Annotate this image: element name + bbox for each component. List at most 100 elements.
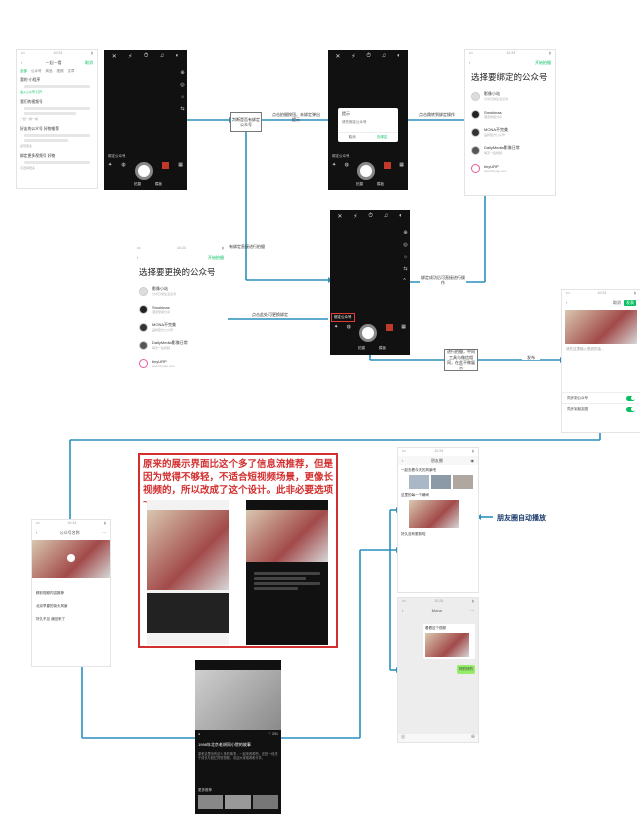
search-text[interactable]: 一起一看 — [45, 59, 62, 65]
beauty-icon[interactable]: ◐ — [396, 53, 401, 59]
red-sticker-icon[interactable] — [385, 324, 393, 331]
publish-button[interactable]: 发表 — [624, 299, 636, 306]
voice-icon[interactable]: ◎ — [401, 734, 406, 740]
like-count[interactable]: ♡ 201 — [268, 732, 278, 736]
tab-articles[interactable]: 文章 — [67, 69, 75, 73]
list-item[interactable]: 好友的公众号 好物推荐 发现更多 — [20, 127, 94, 148]
beauty-icon[interactable]: ◐ — [398, 213, 403, 219]
tool-icon[interactable]: ▦ — [178, 162, 183, 168]
sync-toggle[interactable] — [626, 395, 635, 401]
tab-shoot[interactable]: 拍摄 — [356, 182, 363, 186]
music-icon[interactable]: ♫ — [381, 53, 387, 59]
play-icon[interactable] — [67, 554, 75, 562]
tool-icon[interactable]: ▦ — [399, 162, 404, 168]
music-icon[interactable]: ♫ — [383, 213, 389, 219]
back-icon[interactable]: ‹ — [566, 300, 568, 305]
list-item[interactable]: 我们的视频号 一起一看一看 — [20, 100, 94, 121]
music-icon[interactable]: ♫ — [159, 53, 165, 59]
timer-icon[interactable]: ⏱ — [366, 53, 371, 59]
add-icon[interactable]: ⊕ — [403, 230, 408, 236]
tool-icon[interactable]: ◍ — [346, 324, 351, 330]
account-item[interactable]: MONA不完美品牌官方公众号 — [133, 318, 228, 336]
video-card[interactable] — [32, 540, 110, 578]
account-item[interactable]: MONA不完美品牌官方公众号 — [465, 123, 555, 141]
tab-template[interactable]: 模板 — [377, 182, 384, 186]
list-item[interactable]: 一起去看今天的风景吧 — [401, 468, 436, 472]
target-icon[interactable]: ◎ — [180, 82, 185, 88]
list-item[interactable]: 这里的每一个瞬间 — [401, 493, 429, 497]
tab-accounts[interactable]: 公众号 — [31, 69, 42, 73]
video-thumbnail[interactable] — [565, 310, 637, 344]
cancel-link[interactable]: 取消 — [613, 299, 621, 305]
list-item[interactable]: 北京早春的街头风景 — [36, 604, 68, 608]
red-sticker-icon[interactable] — [162, 162, 170, 169]
start-shoot-link[interactable]: 开始拍摄 — [535, 59, 551, 65]
bind-label[interactable]: 绑定公众号 — [108, 154, 126, 158]
start-shoot-link[interactable]: 开始拍摄 — [208, 254, 224, 260]
dialog-cancel-button[interactable]: 取消 — [348, 135, 356, 139]
close-icon[interactable]: ✕ — [335, 54, 341, 60]
thumb[interactable] — [252, 795, 278, 809]
sync-toggle[interactable] — [626, 406, 635, 412]
tab-products[interactable]: 商品 — [45, 69, 53, 73]
caption-input[interactable]: 请在这里输入想说的话... — [566, 347, 604, 351]
back-icon[interactable]: ‹ — [402, 458, 404, 463]
bind-label[interactable]: 绑定公众号 — [332, 154, 350, 158]
tab-videos[interactable]: 视频 — [56, 69, 64, 73]
more-icon[interactable]: ⋯ — [469, 608, 474, 613]
shutter-button[interactable] — [357, 162, 376, 180]
back-icon[interactable]: ‹ — [36, 530, 38, 535]
close-icon[interactable]: ✕ — [111, 54, 117, 60]
target-icon[interactable]: ◎ — [403, 242, 408, 248]
tool-icon[interactable]: ◍ — [121, 162, 126, 168]
shutter-button[interactable] — [359, 324, 378, 342]
tool-icon[interactable]: ✦ — [334, 324, 339, 330]
add-icon[interactable]: ⊕ — [470, 734, 475, 740]
search-bar[interactable]: ‹ 一起一看 取消 — [17, 58, 97, 67]
change-bind-button[interactable]: 绑定公众号 — [331, 313, 355, 322]
thumb[interactable] — [225, 795, 251, 809]
tool-icon[interactable]: ▦ — [401, 324, 406, 330]
tab-shoot[interactable]: 拍摄 — [134, 182, 141, 186]
list-item[interactable]: 我的·小程序 进入公众号·打开 — [20, 78, 94, 94]
tab-template[interactable]: 模板 — [379, 346, 386, 350]
dialog-ok-button[interactable]: 去绑定 — [376, 135, 388, 139]
tab-all[interactable]: 全部 — [20, 69, 27, 73]
back-icon[interactable]: ‹ — [469, 60, 471, 65]
list-item[interactable]: 好久不见 我回来了 — [36, 617, 65, 621]
tool-icon[interactable]: ✦ — [332, 162, 337, 168]
shutter-button[interactable] — [134, 162, 153, 180]
back-icon[interactable]: ‹ — [21, 60, 23, 65]
more-icon[interactable]: ⋯ — [102, 530, 106, 535]
tool-icon[interactable]: ◍ — [344, 162, 349, 168]
sync-row[interactable]: 同步到朋友圈 — [562, 403, 640, 414]
beauty-icon[interactable]: ◐ — [175, 53, 180, 59]
list-item[interactable]: 好久没有更新啦 — [401, 532, 426, 536]
flash-icon[interactable]: ⚡ — [353, 214, 358, 220]
cancel-link[interactable]: 取消 — [85, 59, 93, 65]
tool-icon[interactable]: ✦ — [108, 162, 113, 168]
back-icon[interactable]: ‹ — [402, 608, 404, 613]
tab-template[interactable]: 模板 — [155, 182, 162, 186]
account-item[interactable]: DailyMedia影像日常每天一段视频 — [465, 141, 555, 159]
timer-icon[interactable]: ⏱ — [368, 213, 373, 219]
light-icon[interactable]: ☼ — [180, 94, 185, 100]
tab-shoot[interactable]: 拍摄 — [358, 346, 365, 350]
timer-icon[interactable]: ⏱ — [143, 53, 149, 59]
back-icon[interactable]: ‹ — [137, 255, 139, 260]
add-icon[interactable]: ⊕ — [180, 70, 185, 76]
flip-icon[interactable]: ⇆ — [180, 106, 185, 112]
thumb[interactable] — [198, 795, 224, 809]
red-sticker-icon[interactable] — [383, 162, 391, 169]
sync-row[interactable]: 同步到公众号 — [562, 392, 640, 403]
close-icon[interactable]: ✕ — [337, 214, 343, 220]
flash-icon[interactable]: ⚡ — [128, 54, 133, 60]
camera-icon[interactable]: ◉ — [470, 458, 475, 463]
list-item[interactable]: 精彩视频内容推荐 — [36, 591, 64, 595]
flash-icon[interactable]: ⚡ — [351, 54, 356, 60]
account-item[interactable]: DailyMedia影像日常每天一段视频 — [133, 336, 228, 354]
